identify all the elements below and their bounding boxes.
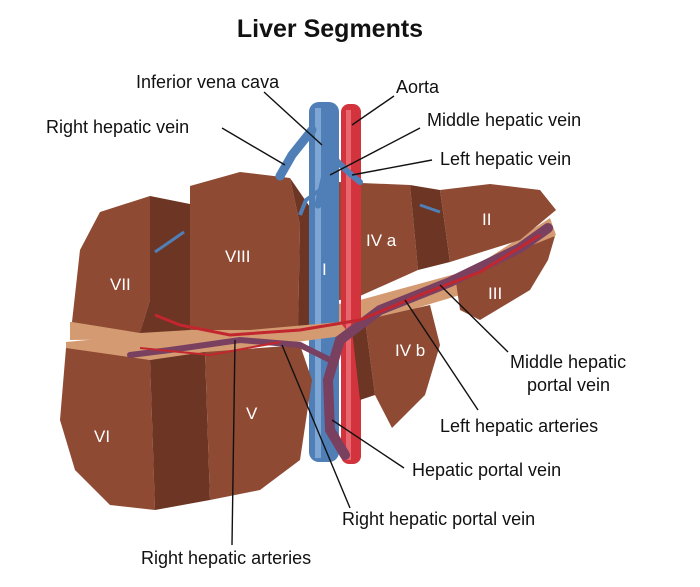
label-right-hepatic-portal-vein: Right hepatic portal vein [342, 509, 535, 529]
segment-vi [60, 348, 155, 510]
segment-label-i: I [322, 260, 327, 279]
segment-ivb-side [352, 320, 375, 400]
leader-right-hepatic-vein [221, 127, 286, 166]
left-hepatic-arteries [359, 233, 541, 322]
segment-vi-side [150, 352, 210, 510]
segment-vii [72, 196, 150, 333]
leader-middle-hepatic-vein [329, 127, 421, 176]
label-inferior-vena-cava: Inferior vena cava [136, 72, 280, 92]
leader-lines [221, 91, 509, 546]
right-hepatic-portal-vein [127, 336, 333, 363]
label-middle-hepatic-portal-vein-line1: Middle hepatic [510, 352, 626, 372]
segment-label-viii: VIII [225, 247, 251, 266]
vein-branch-2 [154, 230, 185, 254]
ivc-highlight [315, 108, 321, 458]
segment-label-vii: VII [110, 275, 131, 294]
label-aorta: Aorta [396, 77, 440, 97]
segment-label-iii: III [488, 284, 502, 303]
leader-hepatic-portal-vein [331, 419, 405, 469]
left-hepatic-vein [333, 157, 363, 185]
liver-upper-slab [70, 172, 556, 340]
segment-label-ivb: IV b [395, 341, 425, 360]
segment-label-ii: II [482, 210, 491, 229]
vein-branch-3 [419, 203, 441, 214]
segment-vii-side [140, 196, 190, 333]
segment-label-v: V [246, 404, 258, 423]
label-left-hepatic-arteries: Left hepatic arteries [440, 416, 598, 436]
segment-iii [456, 236, 555, 320]
label-middle-hepatic-portal-vein-line2: portal vein [527, 375, 610, 395]
leader-ivc [263, 91, 323, 146]
leader-left-hepatic-vein [351, 159, 433, 176]
aorta-highlight [346, 110, 351, 460]
vein-branch [298, 188, 322, 216]
leader-right-hepatic-arteries [231, 339, 236, 546]
segment-viii [190, 172, 300, 330]
label-right-hepatic-arteries: Right hepatic arteries [141, 548, 311, 568]
diagram-title: Liver Segments [237, 15, 423, 43]
label-middle-hepatic-vein: Middle hepatic vein [427, 110, 581, 130]
portal-system [127, 223, 553, 460]
label-left-hepatic-vein: Left hepatic vein [440, 149, 571, 169]
segment-ii [440, 184, 556, 262]
label-hepatic-portal-vein: Hepatic portal vein [412, 460, 561, 480]
segment-label-vi: VI [94, 427, 110, 446]
label-right-hepatic-vein: Right hepatic vein [46, 117, 189, 137]
middle-hepatic-vein [314, 146, 334, 209]
segment-ivb [365, 305, 440, 428]
artery-branch [139, 341, 281, 357]
right-hepatic-arteries [154, 313, 361, 337]
leader-right-hepatic-portal-vein [281, 344, 351, 509]
leader-middle-hepatic-portal-vein [439, 284, 509, 353]
segment-v [205, 345, 312, 500]
leader-left-hepatic-arteries [404, 299, 479, 411]
segment-label-iva: IV a [366, 231, 397, 250]
leader-aorta [351, 95, 395, 126]
inferior-vena-cava [309, 102, 339, 462]
right-hepatic-vein [275, 125, 317, 181]
